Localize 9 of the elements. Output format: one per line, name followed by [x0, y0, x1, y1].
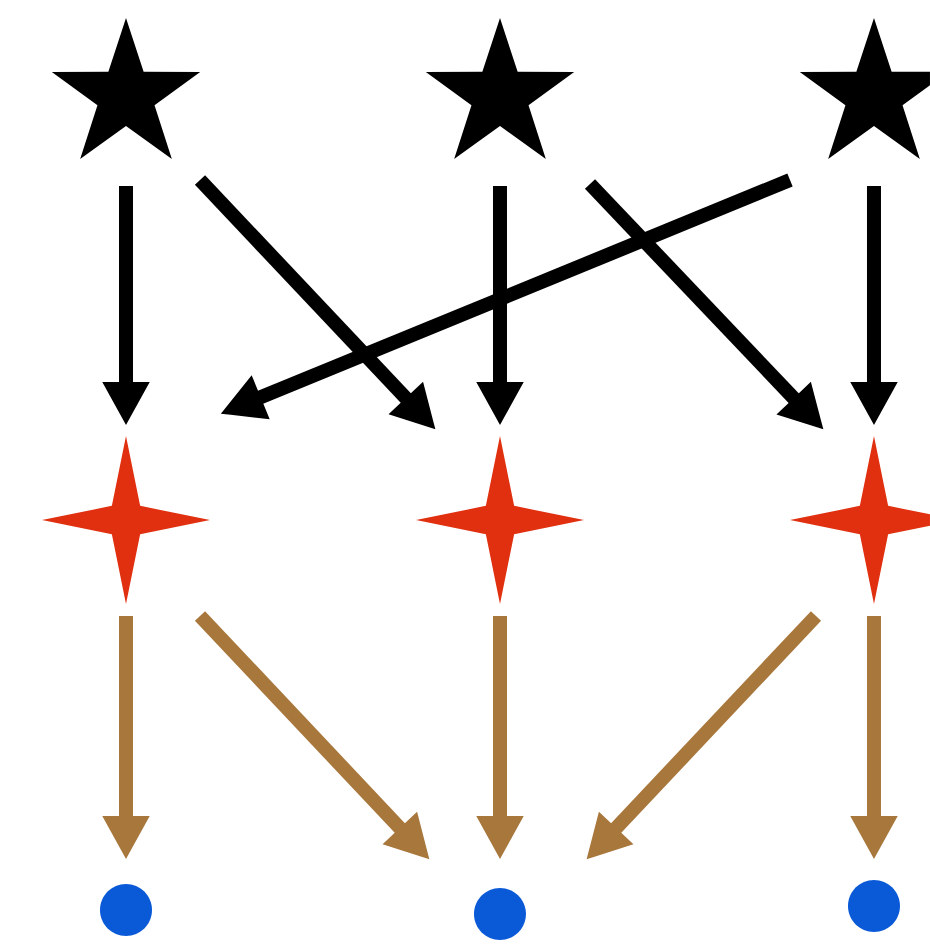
dot	[848, 880, 900, 932]
star-icon	[425, 18, 575, 160]
sparkle-icon	[42, 436, 210, 604]
star-icon	[799, 18, 930, 160]
dot	[474, 888, 526, 940]
dot	[100, 884, 152, 936]
sparkle-icon	[416, 436, 584, 604]
star-icon	[51, 18, 201, 160]
sparkle-icon	[790, 436, 930, 604]
